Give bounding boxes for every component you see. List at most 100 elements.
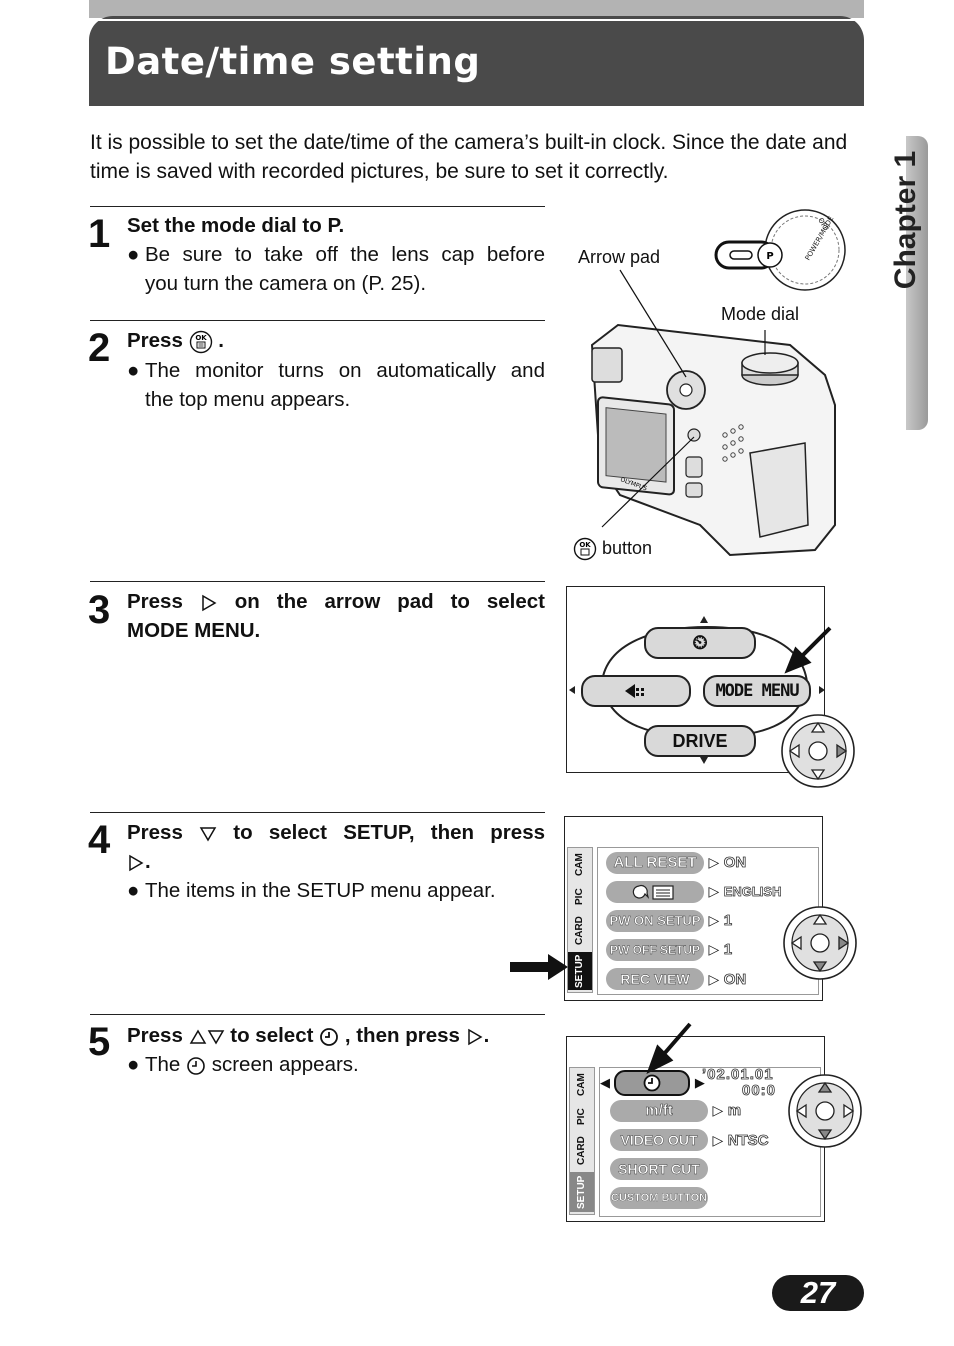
tab-pic[interactable]: PIC	[576, 1108, 587, 1126]
intro-paragraph: It is possible to set the date/time of t…	[90, 131, 848, 183]
arrow-pad-icon	[781, 714, 855, 788]
menu-item-value: ON	[723, 854, 747, 872]
down-arrow-icon	[207, 1029, 224, 1045]
tab-setup[interactable]: SETUP	[570, 1172, 594, 1212]
section-header: Date/time setting	[89, 16, 864, 106]
step-title: Press OK .	[127, 329, 224, 353]
step-number: 4	[88, 818, 111, 862]
ok-button-icon: OK	[573, 537, 597, 561]
menu-row[interactable]: SHORT CUT	[610, 1158, 820, 1182]
up-arrow-icon	[189, 1029, 206, 1044]
menu-item-value: ENGLISH	[723, 884, 782, 900]
chapter-tab	[906, 136, 928, 430]
chevron-right-icon: ▷	[712, 1132, 724, 1148]
chevron-right-icon: ▷	[708, 854, 720, 870]
svg-text:OK: OK	[579, 541, 591, 549]
menu-row[interactable]: ALL RESET ▷ ON	[606, 852, 816, 876]
page-number-badge: 27	[772, 1275, 864, 1311]
menu-row[interactable]: REC VIEW ▷ ON	[606, 968, 816, 992]
chevron-left-icon: ◀	[600, 1075, 610, 1091]
menu-item-value: ON	[723, 971, 747, 989]
menu-item-left[interactable]	[581, 675, 691, 707]
chevron-right-icon: ▷	[708, 883, 720, 900]
header-top-bar	[89, 0, 864, 18]
menu-item-value: NTSC	[727, 1132, 769, 1150]
playback-icon	[625, 683, 644, 698]
camera-illustration: POWER/MODE OFF P OLYMPUS	[590, 209, 846, 557]
step-number: 3	[88, 588, 111, 632]
bullet-icon: ●	[127, 1053, 140, 1076]
step-number: 2	[88, 326, 111, 370]
arrow-pad-label: Arrow pad	[578, 247, 661, 267]
date-value: ’02.01.01	[702, 1067, 774, 1083]
clock-icon	[320, 1027, 339, 1046]
menu-item-label: CUSTOM BUTTON	[610, 1187, 708, 1209]
svg-text:P: P	[766, 251, 773, 262]
leader-line	[619, 269, 687, 378]
bullet-icon: ●	[127, 243, 140, 266]
tab-cam[interactable]: CAM	[574, 853, 585, 877]
self-timer-icon: ⏲	[692, 632, 708, 654]
right-arrow-icon	[467, 1028, 483, 1045]
ok-button-label: OK button	[573, 537, 652, 561]
step-title: Press on the arrow pad to select MODE ME…	[127, 590, 545, 642]
chapter-label: Chapter 1	[889, 150, 922, 290]
step-divider	[90, 1014, 545, 1015]
pointer-arrow-icon	[784, 626, 832, 674]
step-divider	[90, 812, 545, 813]
mode-dial-label: Mode dial	[721, 304, 800, 324]
menu-item-label: PW OFF SETUP	[606, 939, 704, 961]
menu-item-drive[interactable]: DRIVE	[644, 725, 756, 757]
bullet-icon: ●	[127, 879, 140, 902]
mode-dial-closeup: POWER/MODE OFF P	[714, 209, 846, 291]
svg-text:OK: OK	[195, 334, 207, 342]
page-title: Date/time setting	[105, 40, 481, 83]
menu-item-label: SHORT CUT	[610, 1158, 708, 1180]
menu-row[interactable]: VIDEO OUT ▷ NTSC	[610, 1129, 820, 1153]
leader-line	[601, 436, 695, 528]
step-number: 1	[88, 212, 111, 256]
clock-icon	[187, 1056, 205, 1075]
tab-card[interactable]: CARD	[576, 1136, 587, 1166]
ok-button-icon: OK	[189, 330, 212, 353]
menu-item-label: ALL RESET	[606, 852, 704, 874]
chevron-right-icon: ▷	[708, 941, 720, 957]
menu-item-mode-menu[interactable]: MODE MENU	[703, 675, 811, 707]
right-arrow-icon	[129, 854, 144, 871]
arrow-pad-icon	[788, 1074, 862, 1148]
menu-item-top[interactable]: ⏲	[644, 627, 756, 659]
setup-menu-panel: CAM PIC CARD SETUP ALL RESET ▷ ON ▷ ENGL…	[564, 816, 823, 1001]
menu-item-value: m	[727, 1102, 742, 1120]
step-divider	[90, 206, 545, 207]
chevron-right-icon: ▷	[708, 912, 720, 928]
step-divider	[90, 581, 545, 582]
menu-row[interactable]: PW OFF SETUP ▷ 1	[606, 939, 816, 963]
menu-row[interactable]: CUSTOM BUTTON	[610, 1187, 820, 1211]
camera-body: OLYMPUS	[590, 323, 836, 557]
bullet-icon: ●	[127, 359, 140, 382]
down-arrow-icon	[199, 826, 217, 842]
menu-row[interactable]: ▷ ENGLISH	[606, 881, 816, 905]
step-title: Press to select SETUP, then press .	[127, 821, 545, 873]
clock-icon	[644, 1074, 661, 1092]
date-menu-panel: CAM PIC CARD SETUP ◀ ▶ ’02.01.01 00:0 m/…	[566, 1036, 825, 1222]
page-number: 27	[800, 1275, 836, 1310]
chevron-right-icon: ▷	[708, 971, 720, 987]
menu-row[interactable]: m/ft ▷ m	[610, 1100, 820, 1124]
tab-cam[interactable]: CAM	[576, 1073, 587, 1097]
language-icon	[632, 884, 674, 900]
tab-setup[interactable]: SETUP	[568, 952, 592, 990]
menu-item-label: PW ON SETUP	[606, 910, 704, 932]
menu-list: ALL RESET ▷ ON ▷ ENGLISH PW ON SETUP ▷ 1…	[597, 847, 819, 995]
pointer-arrow-icon	[510, 954, 568, 980]
step-title: Press to select , then press .	[127, 1024, 490, 1047]
step-divider	[90, 320, 545, 321]
step-body: ●The monitor turns on automatically and …	[127, 356, 545, 414]
tab-card[interactable]: CARD	[574, 916, 585, 946]
arrow-pad-icon	[783, 906, 857, 980]
menu-item-label: m/ft	[610, 1100, 708, 1122]
tab-pic[interactable]: PIC	[574, 888, 585, 906]
menu-row[interactable]: PW ON SETUP ▷ 1	[606, 910, 816, 934]
pointer-arrow-icon	[646, 1022, 692, 1074]
menu-tabs: CAM PIC CARD SETUP	[569, 1067, 595, 1215]
